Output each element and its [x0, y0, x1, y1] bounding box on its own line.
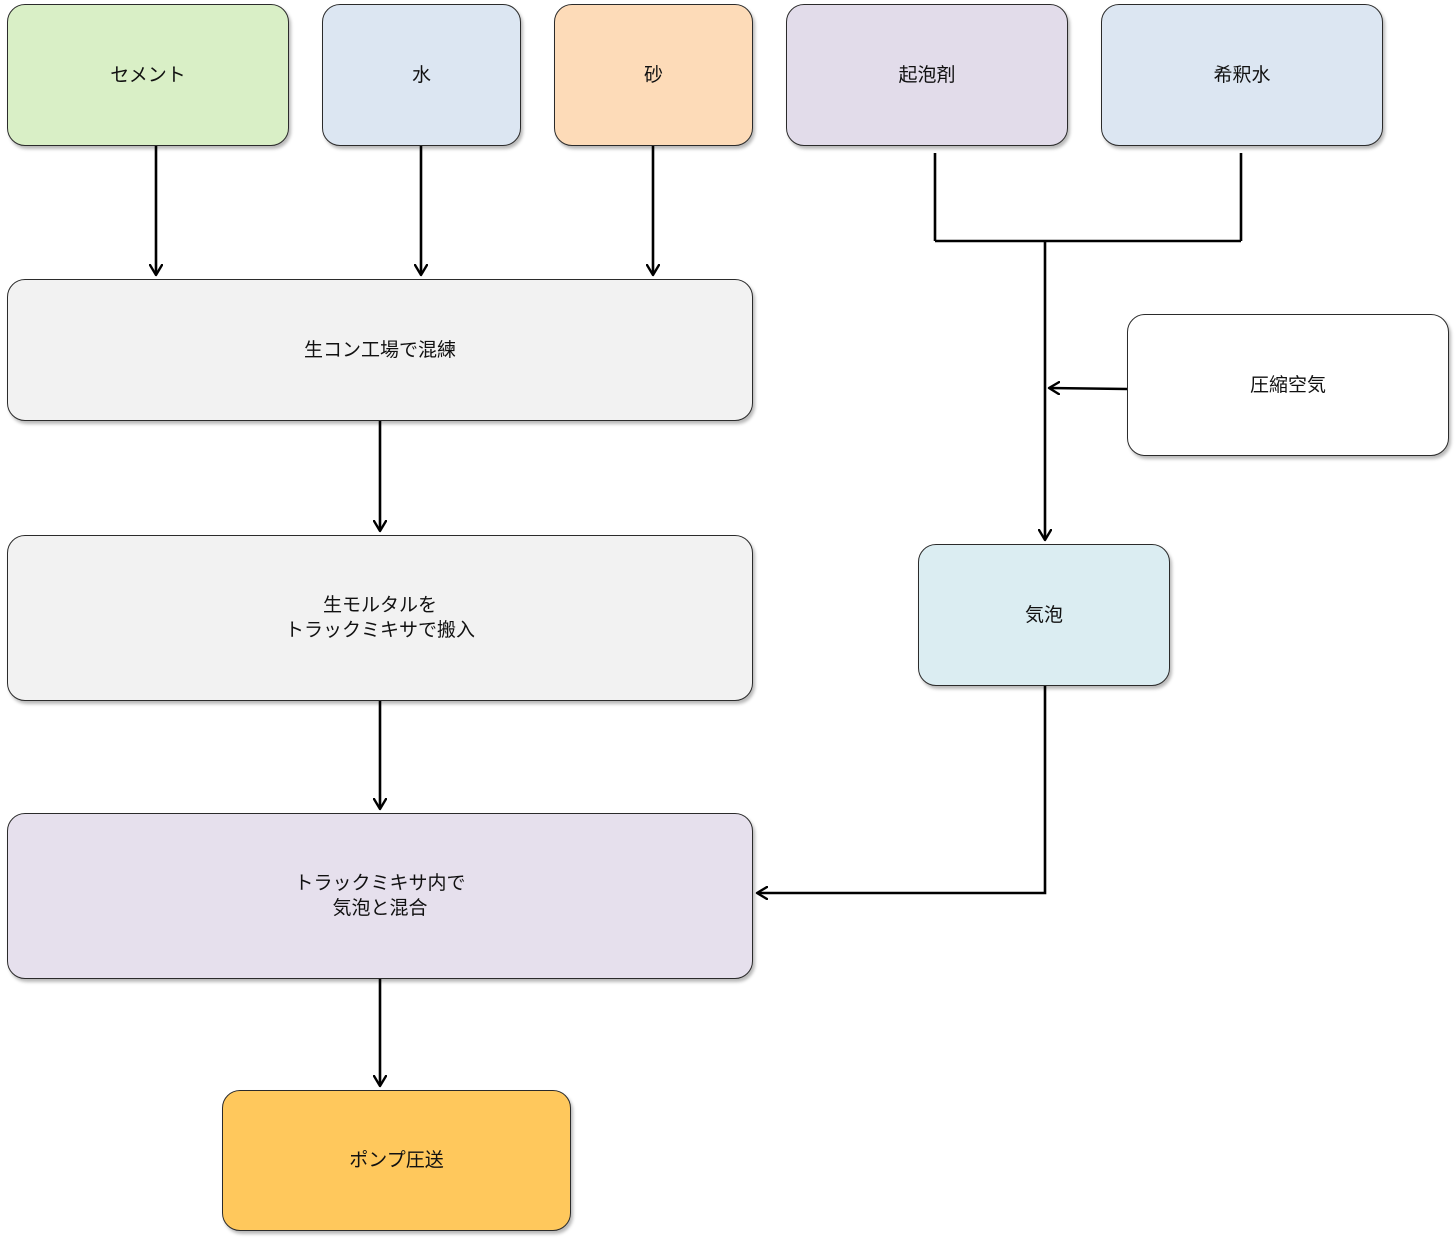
node-foam: 気泡 — [918, 544, 1170, 686]
node-pump: ポンプ圧送 — [222, 1090, 571, 1231]
node-mix-in-truck-label: トラックミキサ内で 気泡と混合 — [294, 872, 466, 919]
node-water: 水 — [322, 4, 521, 146]
node-truck-transport-label: 生モルタルを トラックミキサで搬入 — [284, 594, 475, 641]
node-water-label: 水 — [411, 63, 431, 86]
node-foam-label: 気泡 — [1024, 603, 1063, 626]
node-compressed-air: 圧縮空気 — [1127, 314, 1449, 456]
node-truck-transport: 生モルタルを トラックミキサで搬入 — [7, 535, 753, 701]
node-foaming-agent: 起泡剤 — [786, 4, 1068, 146]
node-cement: セメント — [7, 4, 289, 146]
node-compressed-air-label: 圧縮空気 — [1249, 373, 1326, 396]
node-pump-label: ポンプ圧送 — [349, 1149, 444, 1171]
node-dilution-water: 希釈水 — [1101, 4, 1383, 146]
node-plant-mixing-label: 生コン工場で混練 — [303, 338, 456, 361]
node-dilution-water-label: 希釈水 — [1213, 63, 1271, 86]
node-foaming-agent-label: 起泡剤 — [898, 63, 956, 86]
node-sand: 砂 — [554, 4, 753, 146]
arrow-air-to-foam-line — [1049, 388, 1128, 389]
node-mix-in-truck: トラックミキサ内で 気泡と混合 — [7, 813, 753, 979]
arrow-foam-to-mix — [757, 686, 1047, 893]
node-plant-mixing: 生コン工場で混練 — [7, 279, 753, 421]
node-cement-label: セメント — [110, 63, 186, 86]
node-sand-label: 砂 — [643, 63, 663, 86]
